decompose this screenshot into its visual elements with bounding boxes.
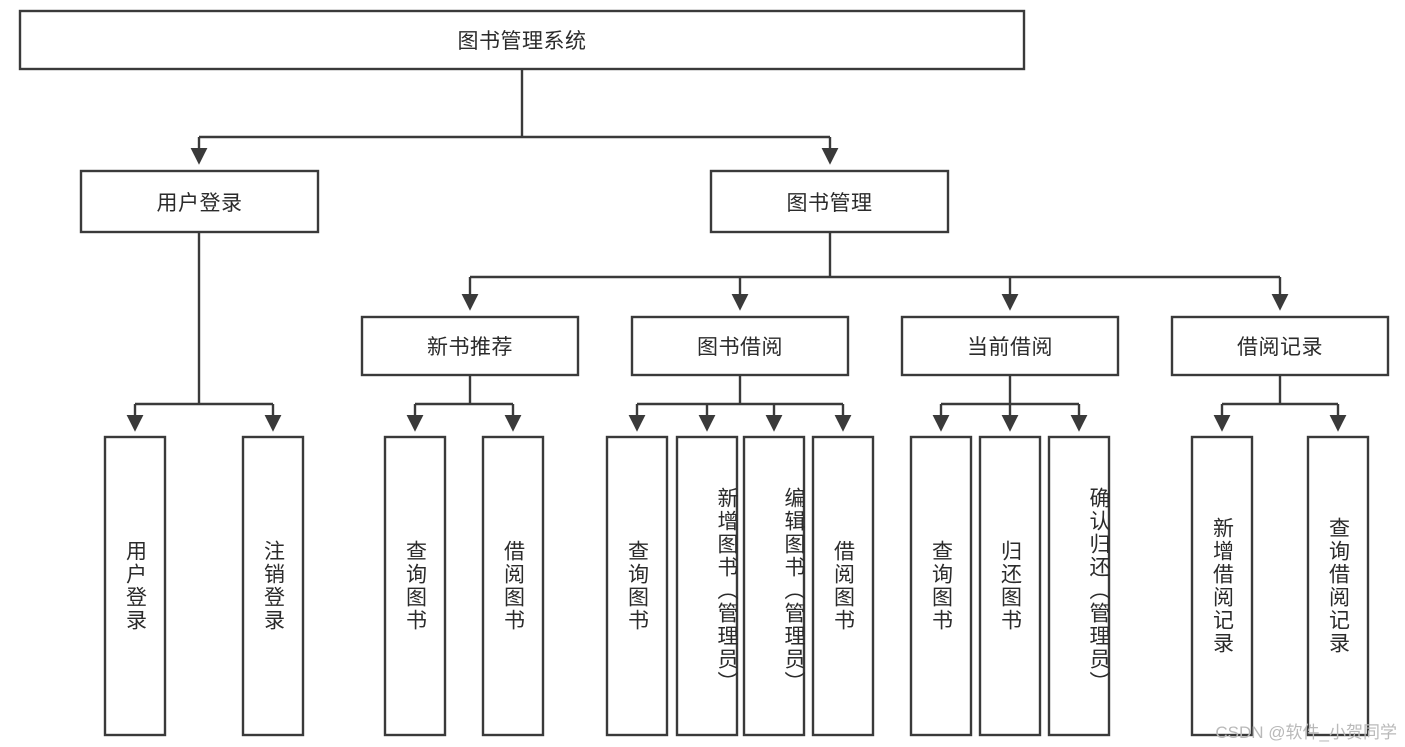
connector-current-to-leaves <box>932 375 1088 432</box>
leaf-box-current-1 <box>978 435 1042 737</box>
leaf-box-user-login-0 <box>103 435 167 737</box>
leaf-box-borrow-0 <box>605 435 669 737</box>
leaf-box-borrow-1 <box>675 435 739 737</box>
leaf-box-recommend-1 <box>481 435 545 737</box>
leaf-box-record-0 <box>1190 435 1254 737</box>
node-box-current-borrow <box>900 315 1120 377</box>
connector-recommend-to-leaves <box>406 375 522 432</box>
node-box-book-borrow <box>630 315 850 377</box>
connector-userlogin-to-leaves <box>126 232 282 432</box>
node-box-new-recommend <box>360 315 580 377</box>
leaf-box-record-1 <box>1306 435 1370 737</box>
node-box-book-management <box>709 169 950 234</box>
leaf-box-current-2 <box>1047 435 1111 737</box>
leaf-box-borrow-2 <box>742 435 806 737</box>
leaf-box-user-login-1 <box>241 435 305 737</box>
connector-borrow-to-leaves <box>628 375 852 432</box>
node-box-root <box>18 9 1026 71</box>
node-box-borrow-record <box>1170 315 1390 377</box>
connector-record-to-leaves <box>1213 375 1347 432</box>
connector-bookmgmt-to-level3 <box>461 232 1289 311</box>
connector-root-to-level2 <box>190 69 839 165</box>
leaf-box-borrow-3 <box>811 435 875 737</box>
leaf-box-recommend-0 <box>383 435 447 737</box>
node-box-user-login <box>79 169 320 234</box>
leaf-box-current-0 <box>909 435 973 737</box>
